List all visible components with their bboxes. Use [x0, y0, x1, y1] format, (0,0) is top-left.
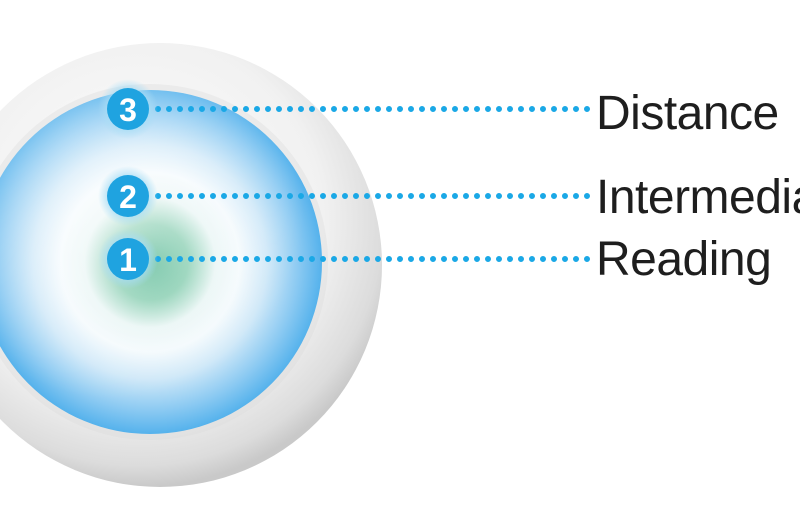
zone-marker-1: 1	[98, 229, 158, 289]
zone-marker-3: 3	[98, 79, 158, 139]
zone-marker-1-number: 1	[119, 242, 137, 278]
zone-label-reading: Reading	[596, 233, 772, 286]
zone-marker-2: 2	[98, 166, 158, 226]
lens-sheen	[0, 90, 322, 434]
zone-marker-3-number: 3	[119, 92, 137, 128]
zone-label-distance: Distance	[596, 87, 779, 140]
zone-label-intermediate: Intermediate	[596, 171, 800, 224]
zone-marker-2-number: 2	[119, 179, 137, 215]
